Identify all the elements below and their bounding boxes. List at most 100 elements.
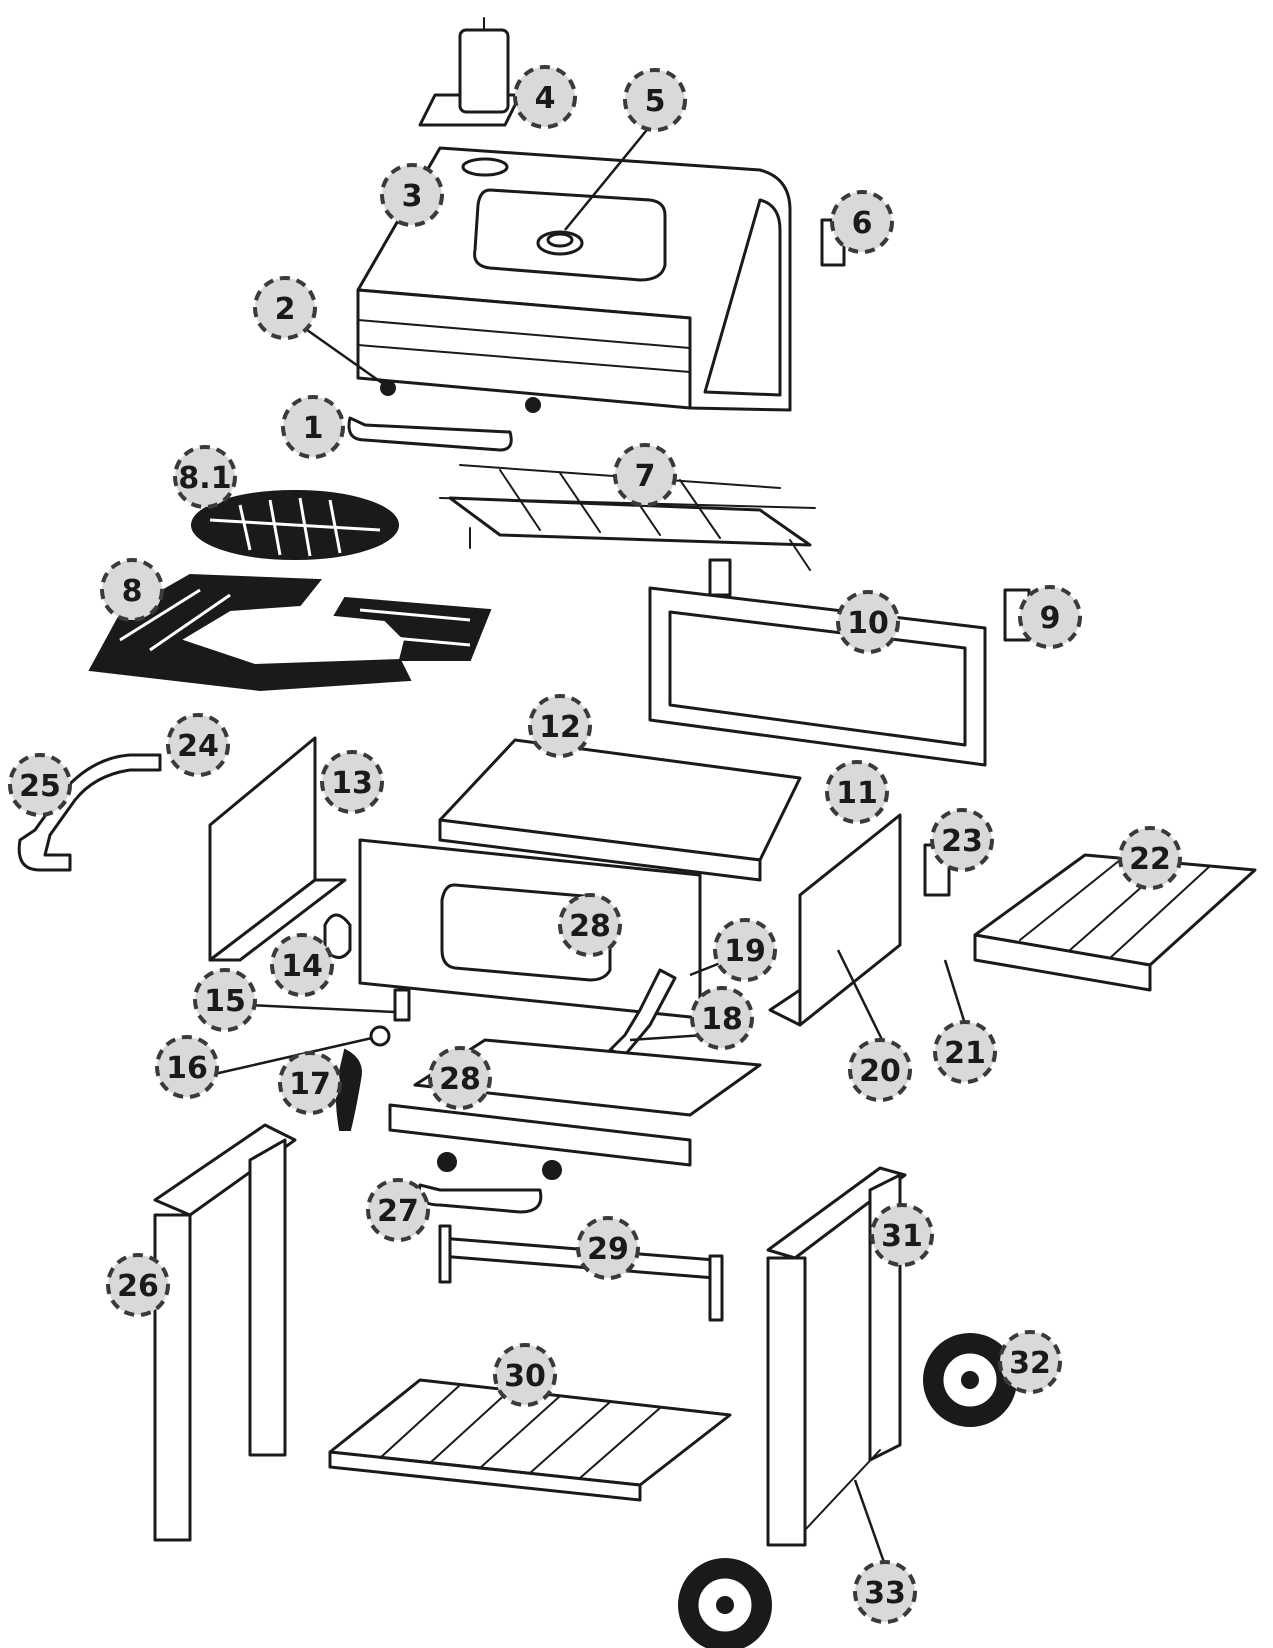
callout-circle	[1018, 585, 1082, 649]
callout-label: 9	[1040, 601, 1061, 636]
callout-label: 19	[724, 934, 766, 969]
callout-label: 7	[635, 459, 656, 494]
callout-10: 10	[836, 590, 900, 654]
callout-circle	[513, 65, 577, 129]
callout-circle	[366, 1178, 430, 1242]
callout-29: 29	[576, 1216, 640, 1280]
callout-15: 15	[193, 968, 257, 1032]
callout-circle	[825, 760, 889, 824]
callout-circle	[278, 1051, 342, 1115]
callout-19: 19	[713, 918, 777, 982]
callout-label: 8	[122, 574, 143, 609]
callout-label: 23	[941, 824, 983, 859]
callout-label: 18	[701, 1002, 743, 1037]
part-washer	[369, 1025, 391, 1047]
callout-21: 21	[933, 1020, 997, 1084]
callout-23: 23	[930, 808, 994, 872]
callout-label: 24	[177, 729, 219, 764]
callout-24: 24	[166, 713, 230, 777]
callout-circle	[166, 713, 230, 777]
callout-8.1: 8.1	[173, 445, 237, 509]
part-round-grate	[191, 490, 399, 560]
callout-13: 13	[320, 750, 384, 814]
callout-circle	[830, 190, 894, 254]
callout-circle	[493, 1343, 557, 1407]
callout-33: 33	[853, 1560, 917, 1624]
callout-8: 8	[100, 558, 164, 622]
callout-circle	[380, 163, 444, 227]
callout-2: 2	[253, 276, 317, 340]
callout-26: 26	[106, 1253, 170, 1317]
callout-circle	[320, 750, 384, 814]
callout-circle	[613, 443, 677, 507]
callout-circle	[8, 753, 72, 817]
callout-circle	[281, 395, 345, 459]
callout-label: 13	[331, 766, 373, 801]
part-wheel-right	[923, 1333, 1017, 1427]
callout-label: 11	[836, 776, 878, 811]
callout-label: 25	[19, 769, 61, 804]
callout-9: 9	[1018, 585, 1082, 649]
part-left-leg-frame	[153, 1123, 297, 1542]
callout-circle	[270, 933, 334, 997]
callout-28: 28	[558, 893, 622, 957]
part-side-shelf	[973, 853, 1257, 992]
callout-17: 17	[278, 1051, 342, 1115]
callout-label: 31	[881, 1219, 923, 1254]
callout-14: 14	[270, 933, 334, 997]
callout-label: 21	[944, 1036, 986, 1071]
part-bottom-shelf	[328, 1378, 732, 1502]
callout-label: 12	[539, 710, 581, 745]
callout-30: 30	[493, 1343, 557, 1407]
part-lid	[356, 146, 792, 413]
callout-27: 27	[366, 1178, 430, 1242]
callout-5: 5	[623, 68, 687, 132]
part-ash-pan-handle	[417, 1183, 543, 1214]
callout-label: 8.1	[178, 461, 231, 496]
callout-circle	[576, 1216, 640, 1280]
part-charcoal-tray	[438, 738, 802, 882]
callout-label: 27	[377, 1194, 419, 1229]
callout-circle	[690, 986, 754, 1050]
callout-32: 32	[998, 1330, 1062, 1394]
callout-label: 17	[289, 1067, 331, 1102]
callout-label: 10	[847, 606, 889, 641]
callout-label: 30	[504, 1359, 546, 1394]
part-cooking-grate	[88, 573, 492, 692]
callout-circle	[558, 893, 622, 957]
leader-lines	[209, 119, 972, 1586]
callout-16: 16	[155, 1035, 219, 1099]
callout-circle	[155, 1035, 219, 1099]
callout-circle	[870, 1203, 934, 1267]
callout-label: 6	[852, 206, 873, 241]
callout-7: 7	[613, 443, 677, 507]
callout-label: 4	[535, 81, 556, 116]
callout-label: 5	[645, 84, 666, 119]
callout-label: 3	[402, 179, 423, 214]
part-back-panel	[648, 558, 987, 767]
callout-circle	[193, 968, 257, 1032]
callout-label: 1	[303, 411, 324, 446]
part-spring	[335, 1048, 362, 1131]
part-cross-bar	[438, 1224, 724, 1322]
callout-circle	[428, 1046, 492, 1110]
callout-12: 12	[528, 694, 592, 758]
part-clip	[393, 988, 411, 1022]
callout-label: 14	[281, 949, 323, 984]
part-right-side-panel	[768, 813, 902, 1027]
callout-31: 31	[870, 1203, 934, 1267]
part-ash-pan	[388, 1038, 762, 1167]
callout-circle	[933, 1020, 997, 1084]
callout-label: 22	[1129, 842, 1171, 877]
callout-circle	[998, 1330, 1062, 1394]
callout-22: 22	[1118, 826, 1182, 890]
callout-circle	[853, 1560, 917, 1624]
callout-circle	[173, 445, 237, 509]
callout-label: 26	[117, 1269, 159, 1304]
callout-label: 28	[439, 1062, 481, 1097]
callout-circle	[623, 68, 687, 132]
callout-label: 15	[204, 984, 246, 1019]
callout-18: 18	[690, 986, 754, 1050]
callout-label: 2	[275, 292, 296, 327]
